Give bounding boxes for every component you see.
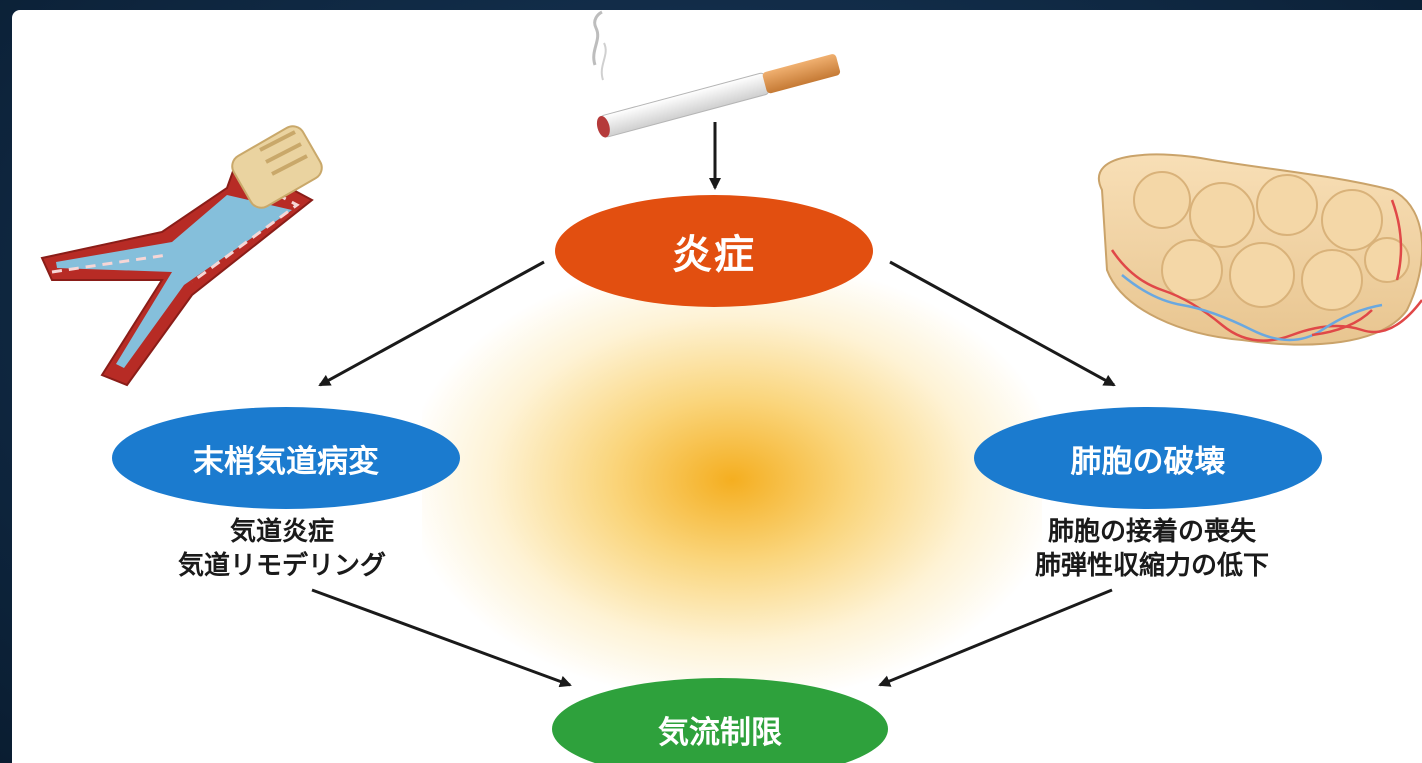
bronchus-icon: [40, 125, 323, 387]
arrow-inflammation-to-airway: [318, 260, 545, 387]
diagram-panel: 炎症 末梢気道病変 肺胞の破壊 気流制限 気道炎症 気道リモデリング 肺胞の接着…: [12, 10, 1422, 763]
airflow-limitation-node: 気流制限: [552, 678, 888, 763]
cigarette-icon: [592, 10, 841, 138]
airway-detail-item: 気道リモデリング: [177, 551, 386, 581]
arrow-alveoli-to-flow: [878, 588, 1113, 687]
airway-disease-node: 末梢気道病変: [112, 407, 460, 509]
arrow-inflammation-to-alveoli: [889, 260, 1116, 387]
airway-detail-item: 気道炎症: [229, 517, 334, 547]
diagram-art: [40, 10, 1422, 688]
alveolar-details: 肺胞の接着の喪失 肺弾性収縮力の低下: [972, 515, 1332, 583]
inflammation-node: 炎症: [555, 195, 873, 307]
alveoli-icon: [1098, 153, 1422, 346]
arrows: [311, 122, 1116, 688]
arrow-airway-to-flow: [311, 588, 572, 688]
alveolar-destruction-node: 肺胞の破壊: [974, 407, 1322, 509]
airway-details: 気道炎症 気道リモデリング: [112, 515, 452, 583]
center-glow: [422, 270, 1042, 690]
alveolar-detail-item: 肺弾性収縮力の低下: [1034, 551, 1269, 581]
alveolar-detail-item: 肺胞の接着の喪失: [1047, 517, 1256, 547]
